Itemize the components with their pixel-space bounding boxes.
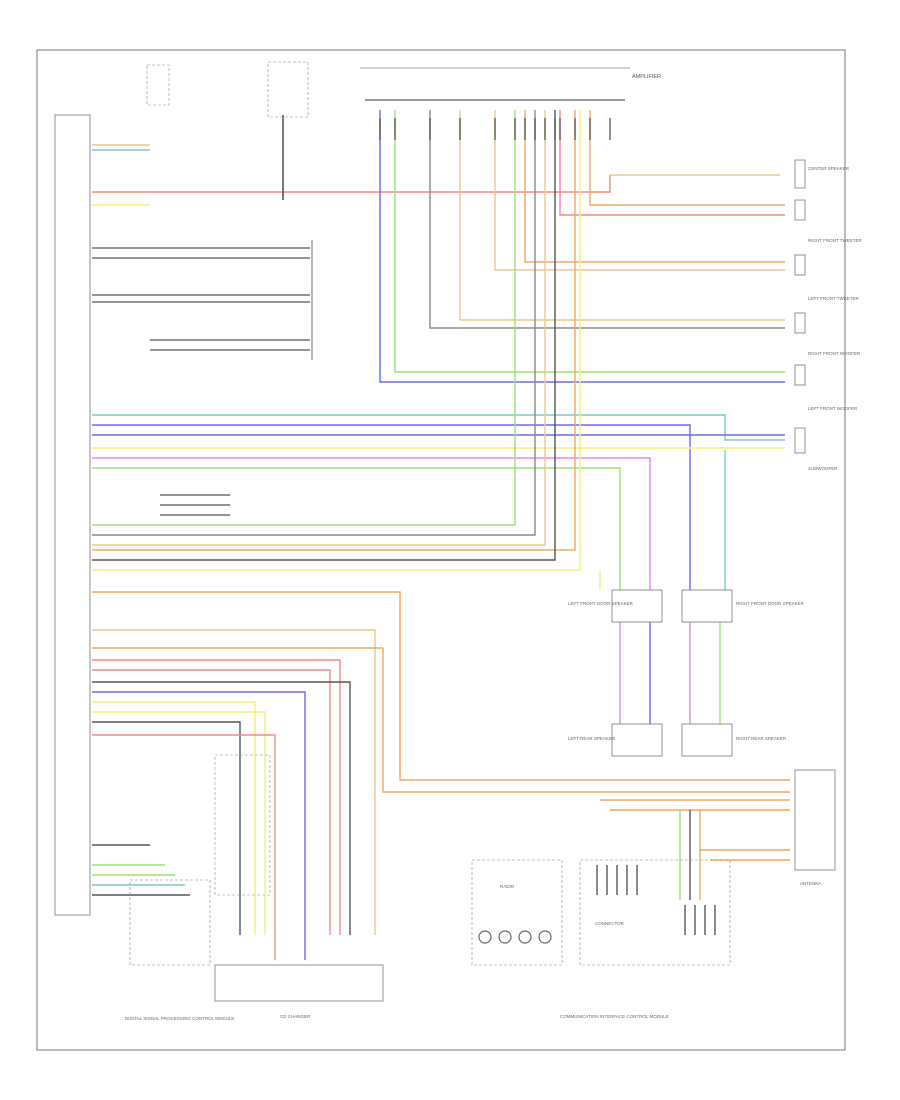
wire-rf-tw-1 — [559, 110, 785, 216]
wire-v-tan — [92, 110, 546, 546]
wire-b-dark2 — [92, 721, 241, 935]
speaker-brackets — [794, 159, 836, 871]
wire-v-green — [92, 110, 516, 526]
right-rear-module — [681, 723, 733, 757]
label-connector: CONNECTOR — [595, 921, 625, 926]
wire-b-dark — [92, 681, 351, 935]
wire-rf-tw-2 — [589, 110, 785, 206]
wire-v-dark — [92, 110, 556, 561]
diagram-frame — [36, 49, 846, 1051]
component-top-left — [146, 64, 170, 106]
wire-red-top — [92, 175, 611, 193]
label-bottom-mid: CD CHANGER — [280, 1014, 311, 1019]
wire-b-blue — [92, 691, 306, 960]
label-right-1: CENTER SPEAKER — [808, 166, 850, 171]
component-top-mid — [267, 61, 309, 118]
dsp-module-box — [129, 879, 211, 966]
wire-lfw-violet — [92, 457, 651, 590]
wire-lfw-green — [92, 467, 621, 590]
wires — [92, 110, 790, 960]
label-right-rear-module: RIGHT REAR SPEAKER — [736, 736, 787, 741]
wire-b-red3 — [92, 734, 276, 960]
wire-v-gray — [92, 110, 536, 536]
label-right-5: LEFT FRONT WOOFER — [808, 406, 858, 411]
label-radio: RADIO — [500, 884, 515, 889]
wire-lfw-teal — [92, 414, 785, 441]
label-right-front-module: RIGHT FRONT DOOR SPEAKER — [736, 601, 805, 606]
label-bottom-left: DIGITAL SIGNAL PROCESSING CONTROL MODULE — [125, 1016, 234, 1021]
connector-pins — [596, 865, 716, 935]
left-front-module — [611, 589, 663, 623]
label-right-3: LEFT FRONT TWEETER — [808, 296, 860, 301]
cd-changer-box — [214, 964, 384, 1002]
amp-pin-ticks — [379, 118, 611, 140]
label-left-rear-module: LEFT REAR SPEAKER — [568, 736, 616, 741]
label-right-6: SUBWOOFER — [808, 466, 838, 471]
wire-rf-2a — [524, 110, 785, 263]
wire-lfw-blue1 — [92, 424, 691, 590]
label-right-2: RIGHT FRONT TWEETER — [808, 238, 863, 243]
wire-rfw-2 — [379, 110, 785, 383]
wire-b-red1 — [92, 659, 341, 935]
right-front-module — [681, 589, 733, 623]
wire-lf-2 — [429, 110, 785, 329]
wire-lf-1 — [459, 110, 785, 321]
main-connector — [54, 114, 91, 916]
amplifier-header: AMPLIFIER — [360, 67, 661, 101]
label-bottom-right: COMMUNICATION INTERFACE CONTROL MODULE — [560, 1014, 669, 1019]
cd-changer-dash — [214, 754, 271, 896]
wire-rf-2b — [494, 110, 785, 271]
wire-v-yellow — [92, 110, 581, 571]
wire-b-yellow1 — [92, 701, 256, 935]
label-right-4: RIGHT FRONT WOOFER — [808, 351, 861, 356]
connector-block — [579, 859, 731, 966]
wire-v-orange — [92, 110, 576, 551]
wire-b-yellow2 — [92, 711, 266, 935]
label-left-front-module: LEFT FRONT DOOR SPEAKER — [568, 601, 634, 606]
wire-b-red2 — [92, 669, 331, 935]
label-antenna: ANTENNA — [800, 881, 822, 886]
radio-jacks — [478, 930, 552, 944]
wire-b-tan — [92, 629, 376, 935]
radio-box — [471, 859, 563, 966]
amplifier-label: AMPLIFIER — [632, 74, 661, 80]
twisted-pairs — [92, 240, 313, 516]
wire-orange-long2 — [382, 648, 790, 793]
left-rear-module — [611, 723, 663, 757]
wire-rfw-1 — [394, 110, 785, 373]
wire-orange-long — [92, 591, 790, 781]
